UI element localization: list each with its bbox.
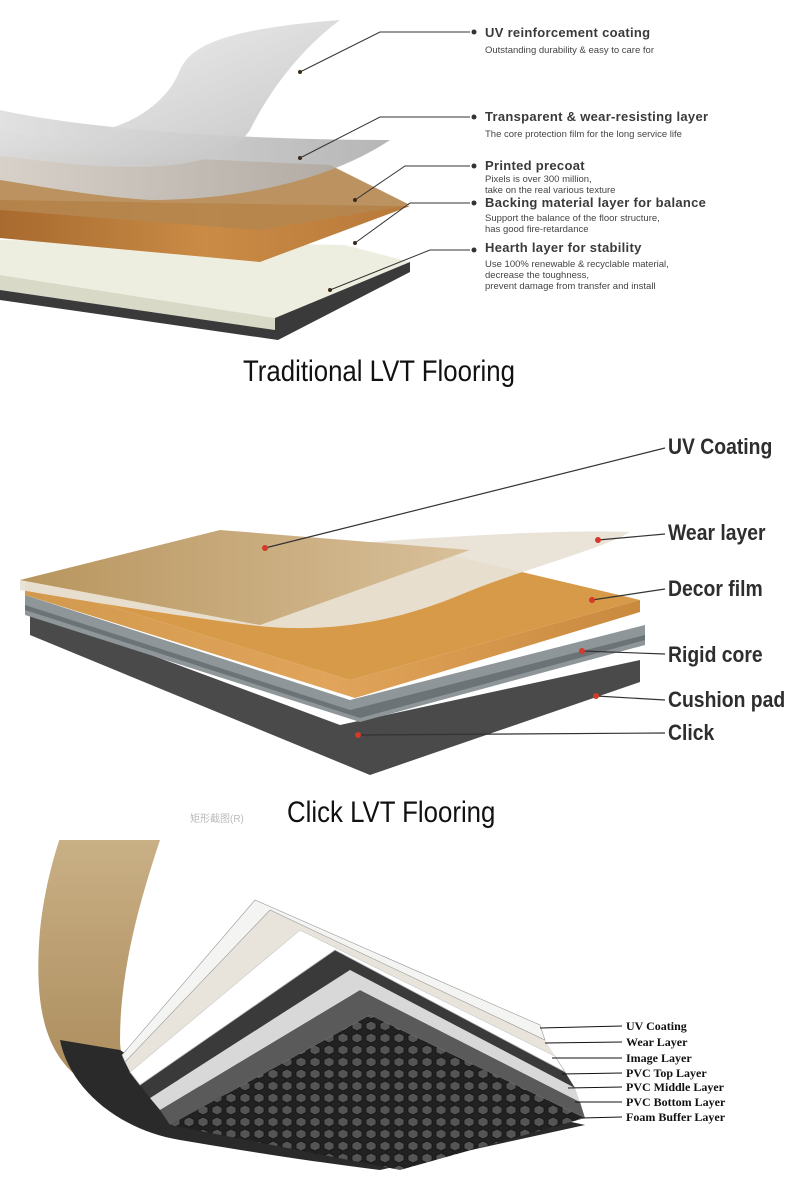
- click-lvt-panel: UV Coating Wear layer Decor film Rigid c…: [0, 400, 800, 840]
- traditional-lvt-illustration: [0, 20, 477, 340]
- wear-layer-p3: [125, 910, 555, 1072]
- p3-label-pvc-top-layer: PVC Top Layer: [626, 1066, 707, 1080]
- uv-coating-layer-p3: [121, 899, 546, 1063]
- p2-label-decor-film: Decor film: [668, 576, 763, 601]
- p1-layer-3-desc: Pixels is over 300 million, take on the …: [485, 174, 616, 196]
- click-lvt-illustration: [20, 447, 666, 775]
- curled-wood-layer: [38, 840, 160, 1102]
- click-lvt-caption: Click LVT Flooring: [287, 796, 496, 829]
- multilayer-panel: UV Coating Wear Layer Image Layer PVC To…: [0, 840, 800, 1200]
- p3-label-foam-buffer-layer: Foam Buffer Layer: [626, 1110, 726, 1124]
- p1-layer-1-title: UV reinforcement coating: [485, 25, 651, 40]
- uv-coating-plank: [20, 530, 470, 625]
- multilayer-illustration: [38, 840, 623, 1170]
- traditional-lvt-caption: Traditional LVT Flooring: [243, 355, 515, 388]
- p1-layer-2-title: Transparent & wear-resisting layer: [485, 109, 709, 124]
- p2-label-uv-coating: UV Coating: [668, 434, 773, 459]
- p2-label-wear-layer: Wear layer: [668, 520, 766, 545]
- p3-label-wear-layer: Wear Layer: [626, 1035, 688, 1049]
- p3-label-image-layer: Image Layer: [626, 1051, 692, 1065]
- decor-film-layer: [25, 580, 640, 698]
- base-dark-layer: [0, 262, 410, 340]
- p2-label-cushion-pad: Cushion pad: [668, 687, 786, 712]
- uv-coating-film: [0, 20, 340, 167]
- p1-layer-2-desc: The core protection film for the long se…: [485, 129, 682, 140]
- p1-layer-5-desc: Use 100% renewable & recyclable material…: [485, 259, 669, 292]
- p2-label-rigid-core: Rigid core: [668, 642, 763, 667]
- p1-layer-4-title: Backing material layer for balance: [485, 195, 707, 210]
- p1-layer-4-desc: Support the balance of the floor structu…: [485, 213, 660, 235]
- p1-layer-5-title: Hearth layer for stability: [485, 240, 642, 255]
- p3-label-pvc-bottom-layer: PVC Bottom Layer: [626, 1095, 726, 1109]
- p3-label-uv-coating: UV Coating: [626, 1019, 687, 1033]
- screenshot-watermark: 矩形截图(R): [190, 814, 244, 825]
- p1-layer-3-title: Printed precoat: [485, 158, 585, 173]
- traditional-lvt-panel: UV reinforcement coating Outstanding dur…: [0, 0, 800, 400]
- p3-label-pvc-middle-layer: PVC Middle Layer: [626, 1080, 724, 1094]
- hearth-layer-slab: [0, 240, 410, 318]
- foam-buffer-layer: [170, 1015, 585, 1170]
- p2-label-click: Click: [668, 720, 715, 745]
- rigid-core-layer: [25, 595, 645, 722]
- p1-layer-1-desc: Outstanding durability & easy to care fo…: [485, 45, 654, 56]
